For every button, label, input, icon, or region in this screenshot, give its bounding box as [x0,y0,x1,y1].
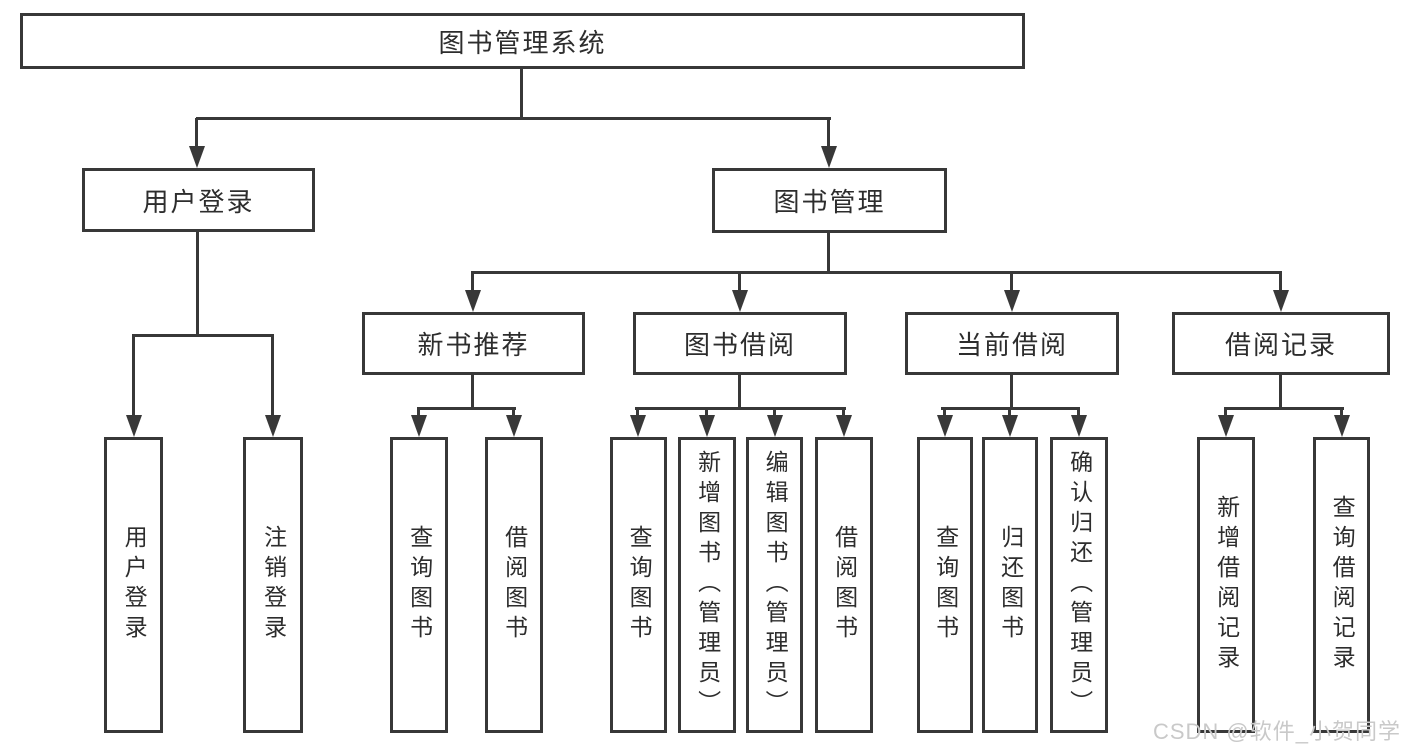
leaf-bb-query-book: 查询图书 [610,437,667,733]
arrow-down-icon [126,415,142,437]
leaf-cb-query-book: 查询图书 [917,437,973,733]
connector-drop-leaf [636,408,639,417]
leaf-nb-borrow-book: 借阅图书 [485,437,543,733]
leaf-bb-edit-book-admin: 编辑图书（管理员） [746,437,803,733]
leaf-cb-return-book: 归还图书 [982,437,1038,733]
leaf-bb-borrow-book: 借阅图书 [815,437,873,733]
leaf-logout-login: 注销登录 [243,437,303,733]
arrow-down-icon [937,415,953,437]
connector-user-login-stem [196,232,199,335]
arrow-down-icon [836,415,852,437]
leaf-bb-add-book-admin: 新增图书（管理员） [678,437,736,733]
connector-level3-hline [471,271,1282,274]
leaf-user-login: 用户登录 [104,437,163,733]
node-root: 图书管理系统 [20,13,1025,69]
connector-drop-leaf [1224,408,1227,417]
connector-level2-hline [196,117,831,120]
arrow-down-icon [732,290,748,312]
connector-br-hline [1224,407,1344,410]
connector-drop-level3 [1010,272,1013,292]
connector-drop-level3 [738,272,741,292]
connector-drop-leaf [271,335,274,417]
csdn-watermark: CSDN @软件_小贺同学 [1152,719,1401,744]
arrow-down-icon [699,415,715,437]
arrow-down-icon [1002,415,1018,437]
arrow-down-icon [506,415,522,437]
arrow-down-icon [1218,415,1234,437]
arrow-down-icon [630,415,646,437]
connector-drop-level3 [1279,272,1282,292]
leaf-br-add-record: 新增借阅记录 [1197,437,1255,733]
connector-user-login-hline [132,334,274,337]
arrow-down-icon [189,146,205,168]
node-borrow-records: 借阅记录 [1172,312,1390,375]
connector-drop-leaf [705,408,708,417]
node-book-borrow: 图书借阅 [633,312,847,375]
arrow-down-icon [465,290,481,312]
connector-drop-leaf [773,408,776,417]
arrow-down-icon [821,146,837,168]
connector-drop-leaf [417,408,420,417]
connector-root-stem [520,69,523,118]
arrow-down-icon [265,415,281,437]
node-book-management: 图书管理 [712,168,947,233]
connector-drop-user-login [195,118,198,148]
connector-drop-leaf [1077,408,1080,417]
connector-bb-stem [738,375,741,408]
node-new-book-recommend: 新书推荐 [362,312,585,375]
connector-drop-leaf [132,335,135,417]
arrow-down-icon [1071,415,1087,437]
connector-cb-stem [1010,375,1013,408]
leaf-br-query-record: 查询借阅记录 [1313,437,1370,733]
connector-drop-leaf [842,408,845,417]
node-current-borrow: 当前借阅 [905,312,1119,375]
connector-nb-hline [417,407,516,410]
connector-drop-book-mgmt [827,118,830,148]
arrow-down-icon [767,415,783,437]
connector-drop-leaf [1340,408,1343,417]
leaf-cb-confirm-return-admin: 确认归还（管理员） [1050,437,1108,733]
connector-bb-hline [635,407,846,410]
connector-drop-leaf [512,408,515,417]
arrow-down-icon [411,415,427,437]
arrow-down-icon [1273,290,1289,312]
connector-drop-leaf [1008,408,1011,417]
connector-drop-level3 [471,272,474,292]
connector-nb-stem [471,375,474,408]
connector-drop-leaf [943,408,946,417]
connector-book-mgmt-stem [827,233,830,272]
arrow-down-icon [1334,415,1350,437]
connector-br-stem [1279,375,1282,408]
node-user-login: 用户登录 [82,168,315,232]
leaf-nb-query-book: 查询图书 [390,437,448,733]
arrow-down-icon [1004,290,1020,312]
